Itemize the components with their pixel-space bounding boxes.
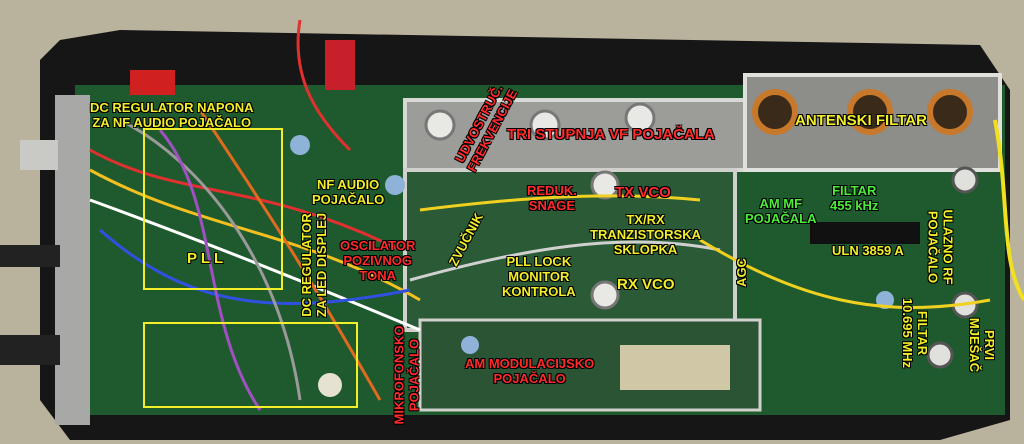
coil-1 [424,109,456,141]
label-tri-stupnja: TRI STUPNJA VF POJAČALA [507,126,715,143]
modulation-transformer [620,345,730,390]
label-redukcija: REDUK.SNAGE [527,183,577,213]
toroid-3 [927,89,973,135]
label-agc: AGC [733,258,749,287]
label-antenski-filtar: ANTENSKI FILTAR [795,112,927,129]
coil-3 [624,102,656,134]
yellow-wire [993,119,1024,302]
if-coil-3 [926,341,954,369]
toroid-2 [847,89,893,135]
tx-vco-coil [590,170,620,200]
label-uln: ULN 3859 A [832,243,904,258]
label-rx-vco: RX VCO [617,276,675,293]
uln-ic [810,222,920,244]
label-tx-vco: TX VCO [615,184,671,201]
pll-outline-box [143,128,283,290]
antenna-connector [0,245,60,267]
if-coil-1 [951,166,979,194]
left-bracket [55,95,90,425]
trim-pot [318,373,342,397]
label-pll: P L L [187,250,224,267]
capacitor-3 [461,336,479,354]
red-switch [130,70,175,95]
mic-connector [0,335,60,365]
lower-outline-box [143,322,358,408]
capacitor-2 [385,175,405,195]
wire-harness [89,19,991,411]
red-button [325,40,355,90]
volume-knob [20,140,58,170]
capacitor-1 [290,135,310,155]
coil-2 [529,109,561,141]
toroid-1 [752,89,798,135]
rx-vco-coil [590,280,620,310]
